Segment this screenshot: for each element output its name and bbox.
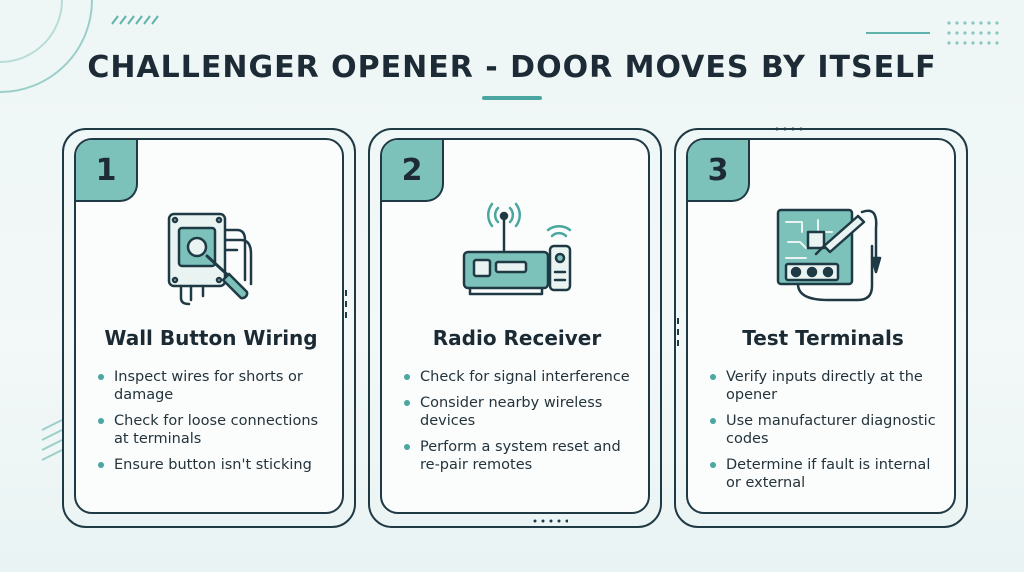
bullet-item: Inspect wires for shorts or damage bbox=[98, 368, 334, 404]
bullet-item: Perform a system reset and re-pair remot… bbox=[404, 438, 640, 474]
bullet-item: Determine if fault is internal or extern… bbox=[710, 456, 946, 492]
step-card-1: 1 Wall Button Wiring Inspect wires for s… bbox=[74, 138, 344, 514]
step-number-badge: 1 bbox=[76, 140, 138, 202]
card-frame-2 bbox=[368, 128, 662, 528]
bullet-item: Use manufacturer diagnostic codes bbox=[710, 412, 946, 448]
circuit-board-probe-icon bbox=[776, 208, 882, 302]
step-number-badge: 2 bbox=[382, 140, 444, 202]
step-number-badge: 3 bbox=[688, 140, 750, 202]
step-bullets: Check for signal interference Consider n… bbox=[404, 368, 640, 482]
step-card-2: 2 Radio Receiver Check for signal interf… bbox=[380, 138, 650, 514]
bullet-item: Verify inputs directly at the opener bbox=[710, 368, 946, 404]
step-title: Radio Receiver bbox=[432, 326, 602, 350]
step-title: Wall Button Wiring bbox=[104, 326, 318, 350]
card-frame-3 bbox=[674, 128, 968, 528]
card-frame-1 bbox=[62, 128, 356, 528]
bullet-item: Check for signal interference bbox=[404, 368, 640, 386]
title-underline bbox=[482, 96, 542, 100]
bullet-item: Ensure button isn't sticking bbox=[98, 456, 334, 474]
dots-decoration bbox=[533, 519, 568, 523]
bullet-item: Consider nearby wireless devices bbox=[404, 394, 640, 430]
corner-arcs-decoration bbox=[0, 0, 93, 93]
step-title: Test Terminals bbox=[742, 326, 904, 350]
dot-grid-decoration bbox=[947, 21, 999, 45]
step-bullets: Inspect wires for shorts or damage Check… bbox=[98, 368, 334, 482]
hatch-decoration bbox=[111, 15, 159, 25]
connector-dashes bbox=[345, 290, 347, 318]
page-title: CHALLENGER OPENER - DOOR MOVES BY ITSELF bbox=[87, 50, 937, 85]
radio-receiver-remote-icon bbox=[462, 202, 572, 296]
bullet-item: Check for loose connections at terminals bbox=[98, 412, 334, 448]
hatch-decoration bbox=[41, 419, 63, 461]
wall-button-screwdriver-icon bbox=[167, 212, 253, 306]
step-card-3: 3 Test Terminals Verify inputs directly … bbox=[686, 138, 956, 514]
line-decoration bbox=[866, 32, 930, 34]
connector-dashes bbox=[677, 318, 679, 346]
step-bullets: Verify inputs directly at the opener Use… bbox=[710, 368, 946, 500]
